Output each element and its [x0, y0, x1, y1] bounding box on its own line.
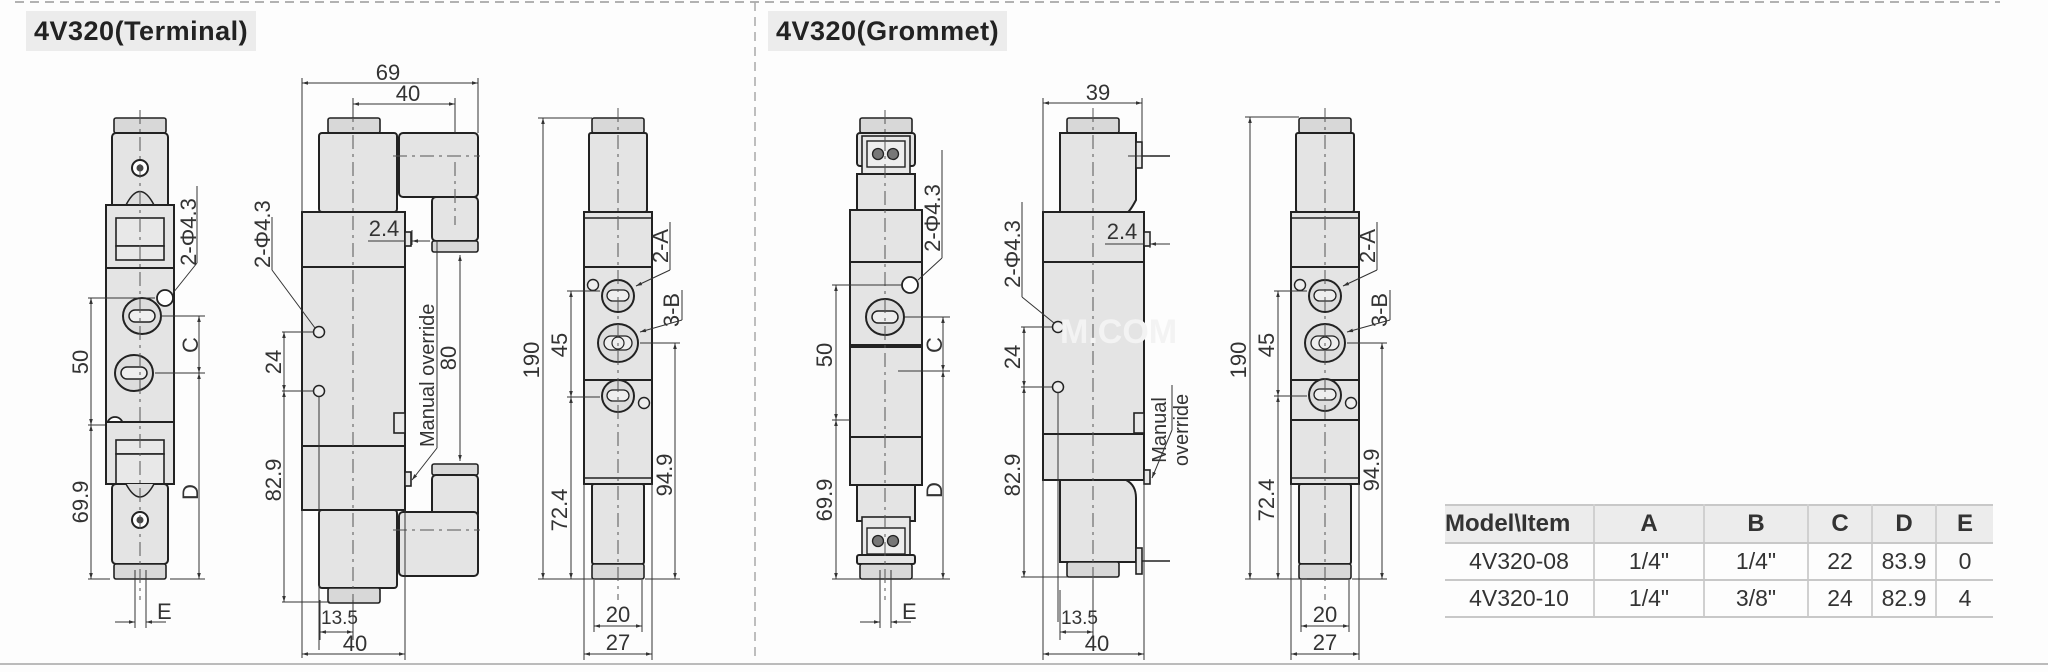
- cell-e: 4: [1936, 580, 1993, 618]
- port-a-label: 2-A: [648, 229, 673, 264]
- col-e: E: [1936, 504, 1993, 544]
- table-row: 4V320-10 1/4" 3/8" 24 82.9 4: [1445, 580, 1993, 618]
- dim-72-4: 72.4: [547, 489, 572, 532]
- cell-model: 4V320-08: [1445, 543, 1595, 581]
- port-a-label: 2-A: [1355, 229, 1380, 264]
- dim-50: 50: [812, 343, 837, 367]
- dim-27: 27: [1313, 630, 1337, 655]
- dim-d: D: [922, 482, 947, 498]
- dim-69-9: 69.9: [812, 479, 837, 522]
- dim-72-4: 72.4: [1254, 479, 1279, 522]
- col-d: D: [1872, 504, 1937, 544]
- dim-27: 27: [606, 630, 630, 655]
- terminal-side-view: 69 40 2.4 2-Φ4.3 24 82.9 Manual overri: [250, 60, 480, 660]
- dim-50: 50: [68, 350, 93, 374]
- table-row: 4V320-08 1/4" 1/4" 22 83.9 0: [1445, 543, 1993, 581]
- dim-40-bottom: 40: [343, 631, 367, 656]
- cell-model: 4V320-10: [1445, 580, 1595, 618]
- override-label: override: [1171, 394, 1193, 466]
- dim-24: 24: [1000, 345, 1025, 369]
- col-c: C: [1808, 504, 1873, 544]
- section-title-grommet: 4V320(Grommet): [768, 11, 1008, 51]
- col-a: A: [1594, 504, 1705, 544]
- watermark: M.COM: [1060, 313, 1177, 351]
- dim-94-9: 94.9: [652, 454, 677, 497]
- port-b-label: 3-B: [659, 293, 684, 327]
- dim-69-9: 69.9: [68, 481, 93, 524]
- grommet-side-view: 39 2.4 2-Φ4.3 24 82.9 Manual override: [1000, 80, 1193, 660]
- dim-c: C: [178, 337, 203, 353]
- dim-e: E: [157, 599, 172, 624]
- spec-table-header: Model\Item A B C D E: [1445, 504, 1993, 544]
- dim-20: 20: [1313, 602, 1337, 627]
- dim-39: 39: [1086, 80, 1110, 105]
- manual-label: Manual: [1149, 397, 1171, 463]
- spec-table: Model\Item A B C D E 4V320-08 1/4" 1/4" …: [1445, 504, 1993, 618]
- cell-b: 3/8": [1704, 580, 1809, 618]
- cell-a: 1/4": [1594, 580, 1705, 618]
- grommet-port-view: 190 45 72.4 94.9 2-A 3-B 20 27: [1226, 108, 1392, 660]
- cell-c: 22: [1808, 543, 1873, 581]
- dim-94-9: 94.9: [1359, 449, 1384, 492]
- hole-label: 2-Φ4.3: [1000, 220, 1025, 288]
- dim-80: 80: [436, 346, 461, 370]
- dim-24: 24: [261, 350, 286, 374]
- dim-82-9: 82.9: [261, 459, 286, 502]
- section-title-terminal: 4V320(Terminal): [26, 11, 257, 51]
- dim-2-4: 2.4: [369, 216, 400, 241]
- col-b: B: [1704, 504, 1809, 544]
- manual-override-label: Manual override: [417, 304, 439, 447]
- dim-45: 45: [547, 333, 572, 357]
- cell-a: 1/4": [1594, 543, 1705, 581]
- dim-13-5: 13.5: [1061, 608, 1098, 629]
- port-b-label: 3-B: [1367, 293, 1392, 327]
- dim-69: 69: [376, 60, 400, 85]
- dim-e: E: [902, 599, 917, 624]
- dim-20: 20: [606, 602, 630, 627]
- dim-40-top: 40: [396, 81, 420, 106]
- hole-label: 2-Φ4.3: [920, 184, 945, 252]
- dim-190: 190: [519, 342, 544, 379]
- dim-190: 190: [1226, 342, 1251, 379]
- col-model-item: Model\Item: [1445, 504, 1595, 544]
- cell-c: 24: [1808, 580, 1873, 618]
- dim-c: C: [922, 337, 947, 353]
- cell-d: 82.9: [1872, 580, 1937, 618]
- hole-label: 2-Φ4.3: [176, 198, 201, 266]
- dim-45: 45: [1254, 333, 1279, 357]
- cell-d: 83.9: [1872, 543, 1937, 581]
- hole-label: 2-Φ4.3: [250, 200, 275, 268]
- cell-b: 1/4": [1704, 543, 1809, 581]
- terminal-port-view: 190 45 72.4 94.9 2-A 3-B 20 27: [519, 108, 684, 660]
- dim-13-5: 13.5: [321, 608, 358, 629]
- terminal-front-view: 50 69.9 C D 2-Φ4.3 E: [68, 110, 205, 628]
- dim-d: D: [178, 484, 203, 500]
- cell-e: 0: [1936, 543, 1993, 581]
- grommet-front-view: 50 69.9 C D 2-Φ4.3 E: [812, 110, 950, 628]
- dim-82-9: 82.9: [1000, 454, 1025, 497]
- dim-2-4: 2.4: [1107, 219, 1138, 244]
- dim-40-bottom: 40: [1085, 631, 1109, 656]
